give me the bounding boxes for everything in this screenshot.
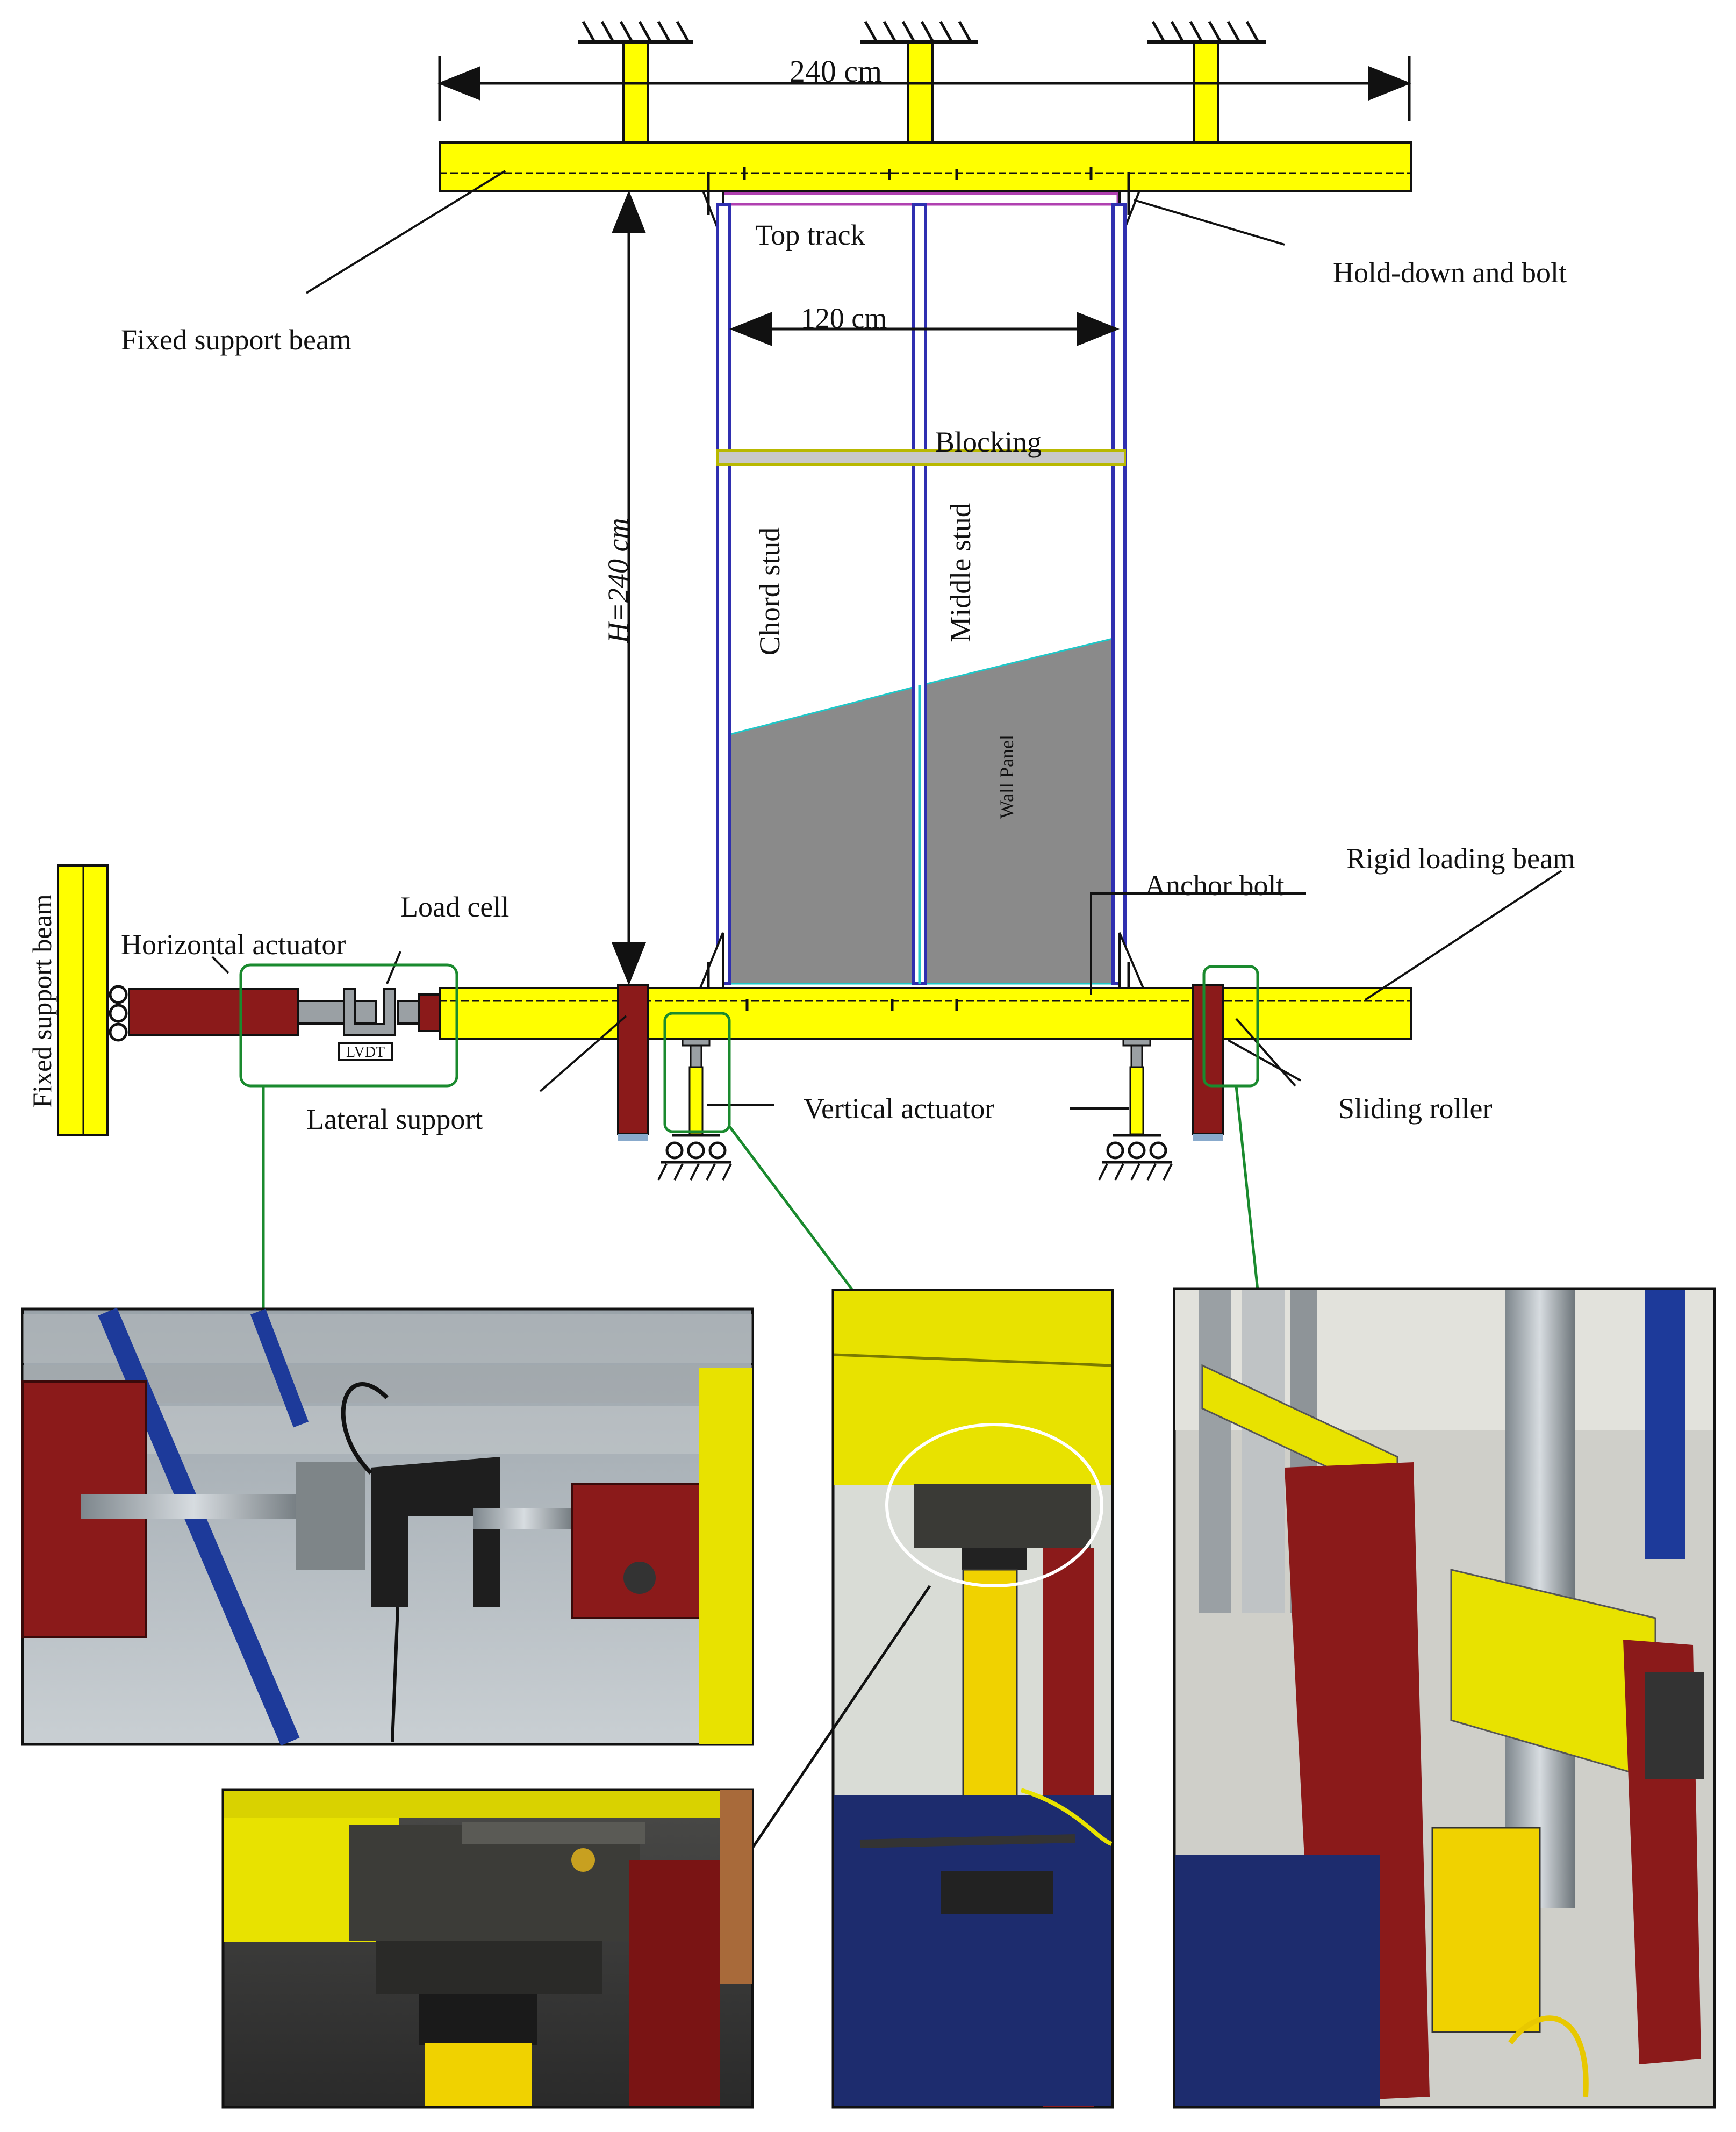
fixed-support-beam-left-label: Fixed support beam (27, 894, 57, 1107)
horizontal-actuator (128, 988, 377, 1036)
actuator-head-detail-photo (221, 1788, 754, 2109)
rigid-loading-beam-label: Rigid loading beam (1346, 842, 1575, 875)
height-dimension: H=240 cm (602, 190, 646, 985)
stud-spacing-dimension: 120 cm (729, 302, 1120, 346)
top-width-label: 240 cm (790, 54, 882, 89)
lateral-support-columns (617, 984, 1224, 1141)
load-cell-label: Load cell (400, 891, 509, 923)
top-width-dimension: 240 cm (437, 54, 1411, 121)
stud-spacing-label: 120 cm (801, 302, 887, 334)
leader-lines (211, 170, 1562, 1110)
blocking (716, 449, 1126, 466)
fixed-support-beam-top-label: Fixed support beam (121, 324, 351, 356)
vertical-actuator-left (657, 1038, 732, 1181)
top-reaction-beam (439, 141, 1412, 192)
vertical-actuator-right (1098, 1038, 1173, 1181)
vertical-actuator-photo (831, 1289, 1114, 2109)
lvdt-label: LVDT (346, 1044, 385, 1061)
hold-down-label: Hold-down and bolt (1333, 256, 1567, 289)
chord-stud-right (1111, 203, 1127, 985)
anchor-bolt-label: Anchor bolt (1145, 869, 1284, 902)
middle-stud-label: Middle stud (944, 503, 977, 642)
chord-stud-left (716, 203, 731, 985)
top-track-label: Top track (755, 219, 865, 251)
load-cell: LVDT (338, 988, 442, 1061)
horizontal-actuator-label: Horizontal actuator (121, 928, 346, 961)
chord-stud-label: Chord stud (754, 527, 786, 656)
callout-boxes (239, 963, 1259, 1309)
rigid-loading-beam (439, 987, 1412, 1040)
load-cell-photo (21, 1307, 754, 1746)
vertical-actuator-label: Vertical actuator (804, 1092, 994, 1125)
sliding-roller-label: Sliding roller (1338, 1092, 1492, 1125)
height-label: H=240 cm (602, 518, 634, 644)
wall-frame (697, 167, 1147, 1005)
left-fixed-support-beam: Fixed support beam (27, 864, 128, 1136)
wall-panel-label: Wall Panel (996, 735, 1017, 819)
blocking-label: Blocking (935, 426, 1042, 458)
detail-leader (748, 1585, 931, 1853)
lateral-support-photo (1173, 1287, 1716, 2109)
lateral-support-label: Lateral support (306, 1103, 483, 1135)
